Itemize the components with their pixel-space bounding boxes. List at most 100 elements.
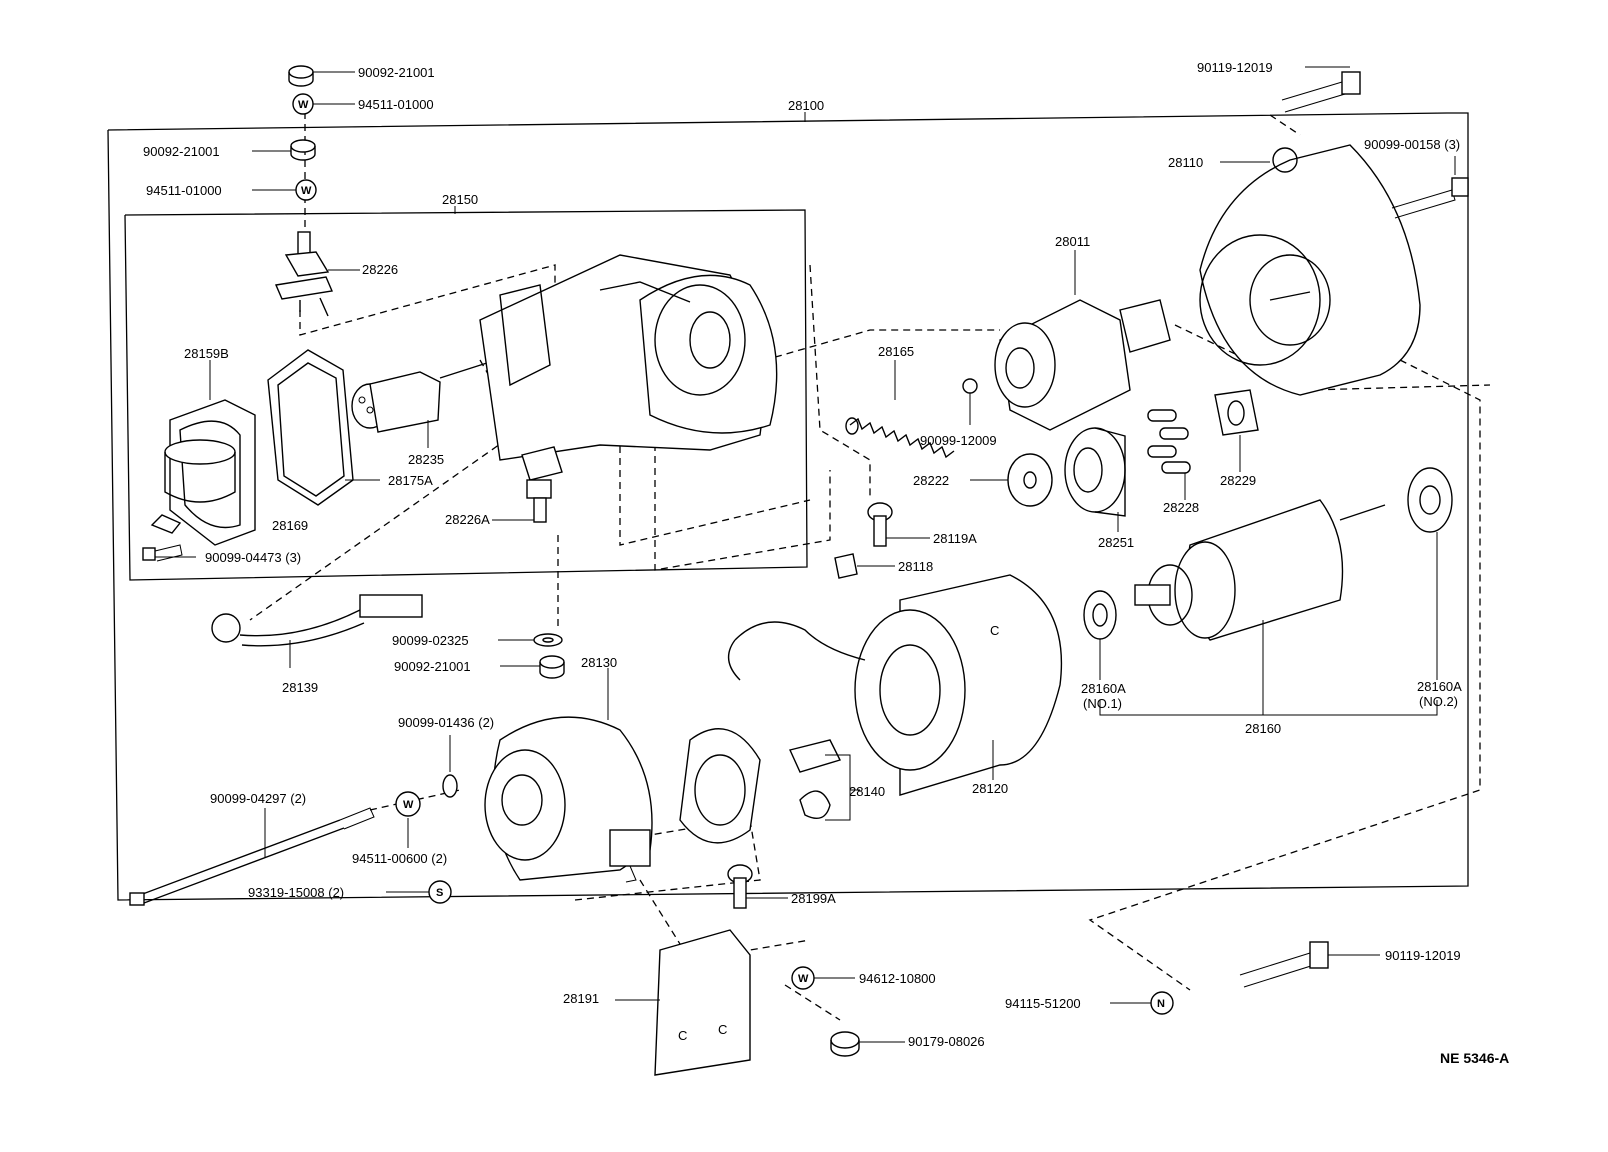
clutch-28011 bbox=[994, 250, 1171, 431]
label-28118: 28118 bbox=[898, 559, 933, 574]
through-bolt-90099-04297 bbox=[129, 807, 375, 906]
label-90092-21001-b: 90092-21001 bbox=[143, 144, 220, 159]
screw-93319-15008: S bbox=[386, 880, 452, 904]
label-90099-12009: 90099-12009 bbox=[920, 433, 997, 448]
bolt-90119-12019-top bbox=[1281, 66, 1361, 113]
yoke-28120: C bbox=[727, 574, 1063, 796]
label-94511-01000-b: 94511-01000 bbox=[146, 183, 222, 198]
washer-symbol: W bbox=[301, 185, 312, 197]
label-90179-08026: 90179-08026 bbox=[908, 1034, 985, 1049]
label-28175A: 28175A bbox=[388, 473, 433, 488]
brush-holder-28140 bbox=[679, 728, 860, 844]
washer-symbol: W bbox=[798, 973, 809, 985]
label-28120: 28120 bbox=[972, 781, 1008, 796]
label-28011: 28011 bbox=[1055, 234, 1090, 249]
lead-wire-28139 bbox=[211, 594, 423, 668]
retainer-28229 bbox=[1214, 389, 1259, 472]
label-28140: 28140 bbox=[849, 784, 885, 799]
label-28251: 28251 bbox=[1098, 535, 1134, 550]
label-28226: 28226 bbox=[362, 262, 398, 277]
subassembly-28150-outline bbox=[124, 206, 808, 581]
label-90092-21001-top: 90092-21001 bbox=[358, 65, 435, 80]
label-28110: 28110 bbox=[1168, 155, 1203, 170]
washer-94511-00600: W bbox=[395, 791, 421, 848]
label-28160: 28160 bbox=[1245, 721, 1281, 736]
nut-symbol: N bbox=[1157, 998, 1165, 1010]
label-28160A-no2-note: (NO.2) bbox=[1419, 694, 1458, 709]
label-28169: 28169 bbox=[272, 518, 308, 533]
label-90099-04297: 90099-04297 (2) bbox=[210, 791, 306, 806]
label-90099-00158: 90099-00158 (3) bbox=[1364, 137, 1460, 152]
bolt-90099-04473 bbox=[142, 544, 196, 562]
washer-94511-01000-top: W bbox=[292, 93, 355, 115]
washer-symbol: W bbox=[298, 99, 309, 111]
label-90119-12019-bottom: 90119-12019 bbox=[1385, 948, 1461, 963]
terminal-28226 bbox=[275, 231, 360, 317]
label-28139: 28139 bbox=[282, 680, 318, 695]
bearing-28160A-no2 bbox=[1407, 467, 1453, 680]
bracket-28191: C C bbox=[615, 929, 751, 1076]
label-28119A: 28119A bbox=[933, 531, 977, 546]
rollers-28228 bbox=[1147, 409, 1191, 500]
label-90099-04473: 90099-04473 (3) bbox=[205, 550, 301, 565]
washer-90099-02325 bbox=[498, 633, 563, 647]
label-28160A-no2: 28160A bbox=[1417, 679, 1462, 694]
label-94115-51200: 94115-51200 bbox=[1005, 996, 1081, 1011]
label-28160A-no1-note: (NO.1) bbox=[1083, 696, 1122, 711]
bolt-90119-12019-bottom bbox=[1239, 941, 1380, 988]
bearing-28160A-no1 bbox=[1083, 590, 1117, 680]
nut-90092-21001-b bbox=[252, 139, 316, 161]
label-28130: 28130 bbox=[581, 655, 617, 670]
screw-28119A bbox=[867, 502, 930, 547]
ball-90099-12009 bbox=[962, 378, 978, 425]
label-94511-01000-top: 94511-01000 bbox=[358, 97, 434, 112]
washer-94511-01000-b: W bbox=[252, 179, 317, 201]
label-28165: 28165 bbox=[878, 344, 914, 359]
nut-90092-21001-c bbox=[500, 655, 565, 679]
washer-28222 bbox=[970, 453, 1053, 507]
label-90099-02325: 90099-02325 bbox=[392, 633, 469, 648]
gasket-28175A bbox=[267, 349, 380, 506]
bolt-90099-00158 bbox=[1391, 156, 1469, 219]
nut-90179-08026 bbox=[830, 1031, 905, 1057]
label-28100: 28100 bbox=[788, 98, 824, 113]
starter-housing-28110 bbox=[1199, 144, 1421, 396]
nut-90092-21001-top bbox=[288, 65, 355, 87]
armature-set-bracket-line bbox=[1099, 700, 1438, 716]
label-28199A: 28199A bbox=[791, 891, 836, 906]
end-cover-28159B bbox=[150, 360, 256, 546]
case-mark: C bbox=[718, 1022, 727, 1037]
solenoid-housing-28150 bbox=[479, 254, 778, 461]
brush-28118 bbox=[834, 553, 895, 579]
diagram-reference-code: NE 5346-A bbox=[1440, 1050, 1509, 1066]
part-labels: 90092-21001 94511-01000 28100 90092-2100… bbox=[143, 60, 1509, 1066]
label-28228: 28228 bbox=[1163, 500, 1199, 515]
label-28226A: 28226A bbox=[445, 512, 490, 527]
label-94511-00600: 94511-00600 (2) bbox=[352, 851, 447, 866]
end-frame-28130 bbox=[484, 668, 653, 883]
label-90092-21001-c: 90092-21001 bbox=[394, 659, 471, 674]
nut-94115-51200: N bbox=[1110, 991, 1174, 1015]
spring-28165 bbox=[845, 360, 955, 459]
label-93319-15008: 93319-15008 (2) bbox=[248, 885, 344, 900]
label-28229: 28229 bbox=[1220, 473, 1256, 488]
washer-94612-10800: W bbox=[791, 966, 855, 990]
plunger-28235 bbox=[351, 361, 491, 448]
screw-symbol: S bbox=[436, 887, 443, 899]
switch-28226A bbox=[492, 446, 563, 523]
washer-symbol: W bbox=[403, 799, 414, 811]
label-94612-10800: 94612-10800 bbox=[859, 971, 936, 986]
label-28160A-no1: 28160A bbox=[1081, 681, 1126, 696]
case-mark: C bbox=[990, 623, 999, 638]
label-90099-01436: 90099-01436 (2) bbox=[398, 715, 494, 730]
gear-28251 bbox=[1064, 427, 1126, 532]
washer-90099-01436 bbox=[442, 735, 458, 798]
case-mark: C bbox=[678, 1028, 687, 1043]
label-90119-12019-top: 90119-12019 bbox=[1197, 60, 1273, 75]
label-28159B: 28159B bbox=[184, 346, 229, 361]
label-28150: 28150 bbox=[442, 192, 478, 207]
label-28235: 28235 bbox=[408, 452, 444, 467]
label-28191: 28191 bbox=[563, 991, 599, 1006]
assembly-28100-outline bbox=[107, 112, 1469, 901]
